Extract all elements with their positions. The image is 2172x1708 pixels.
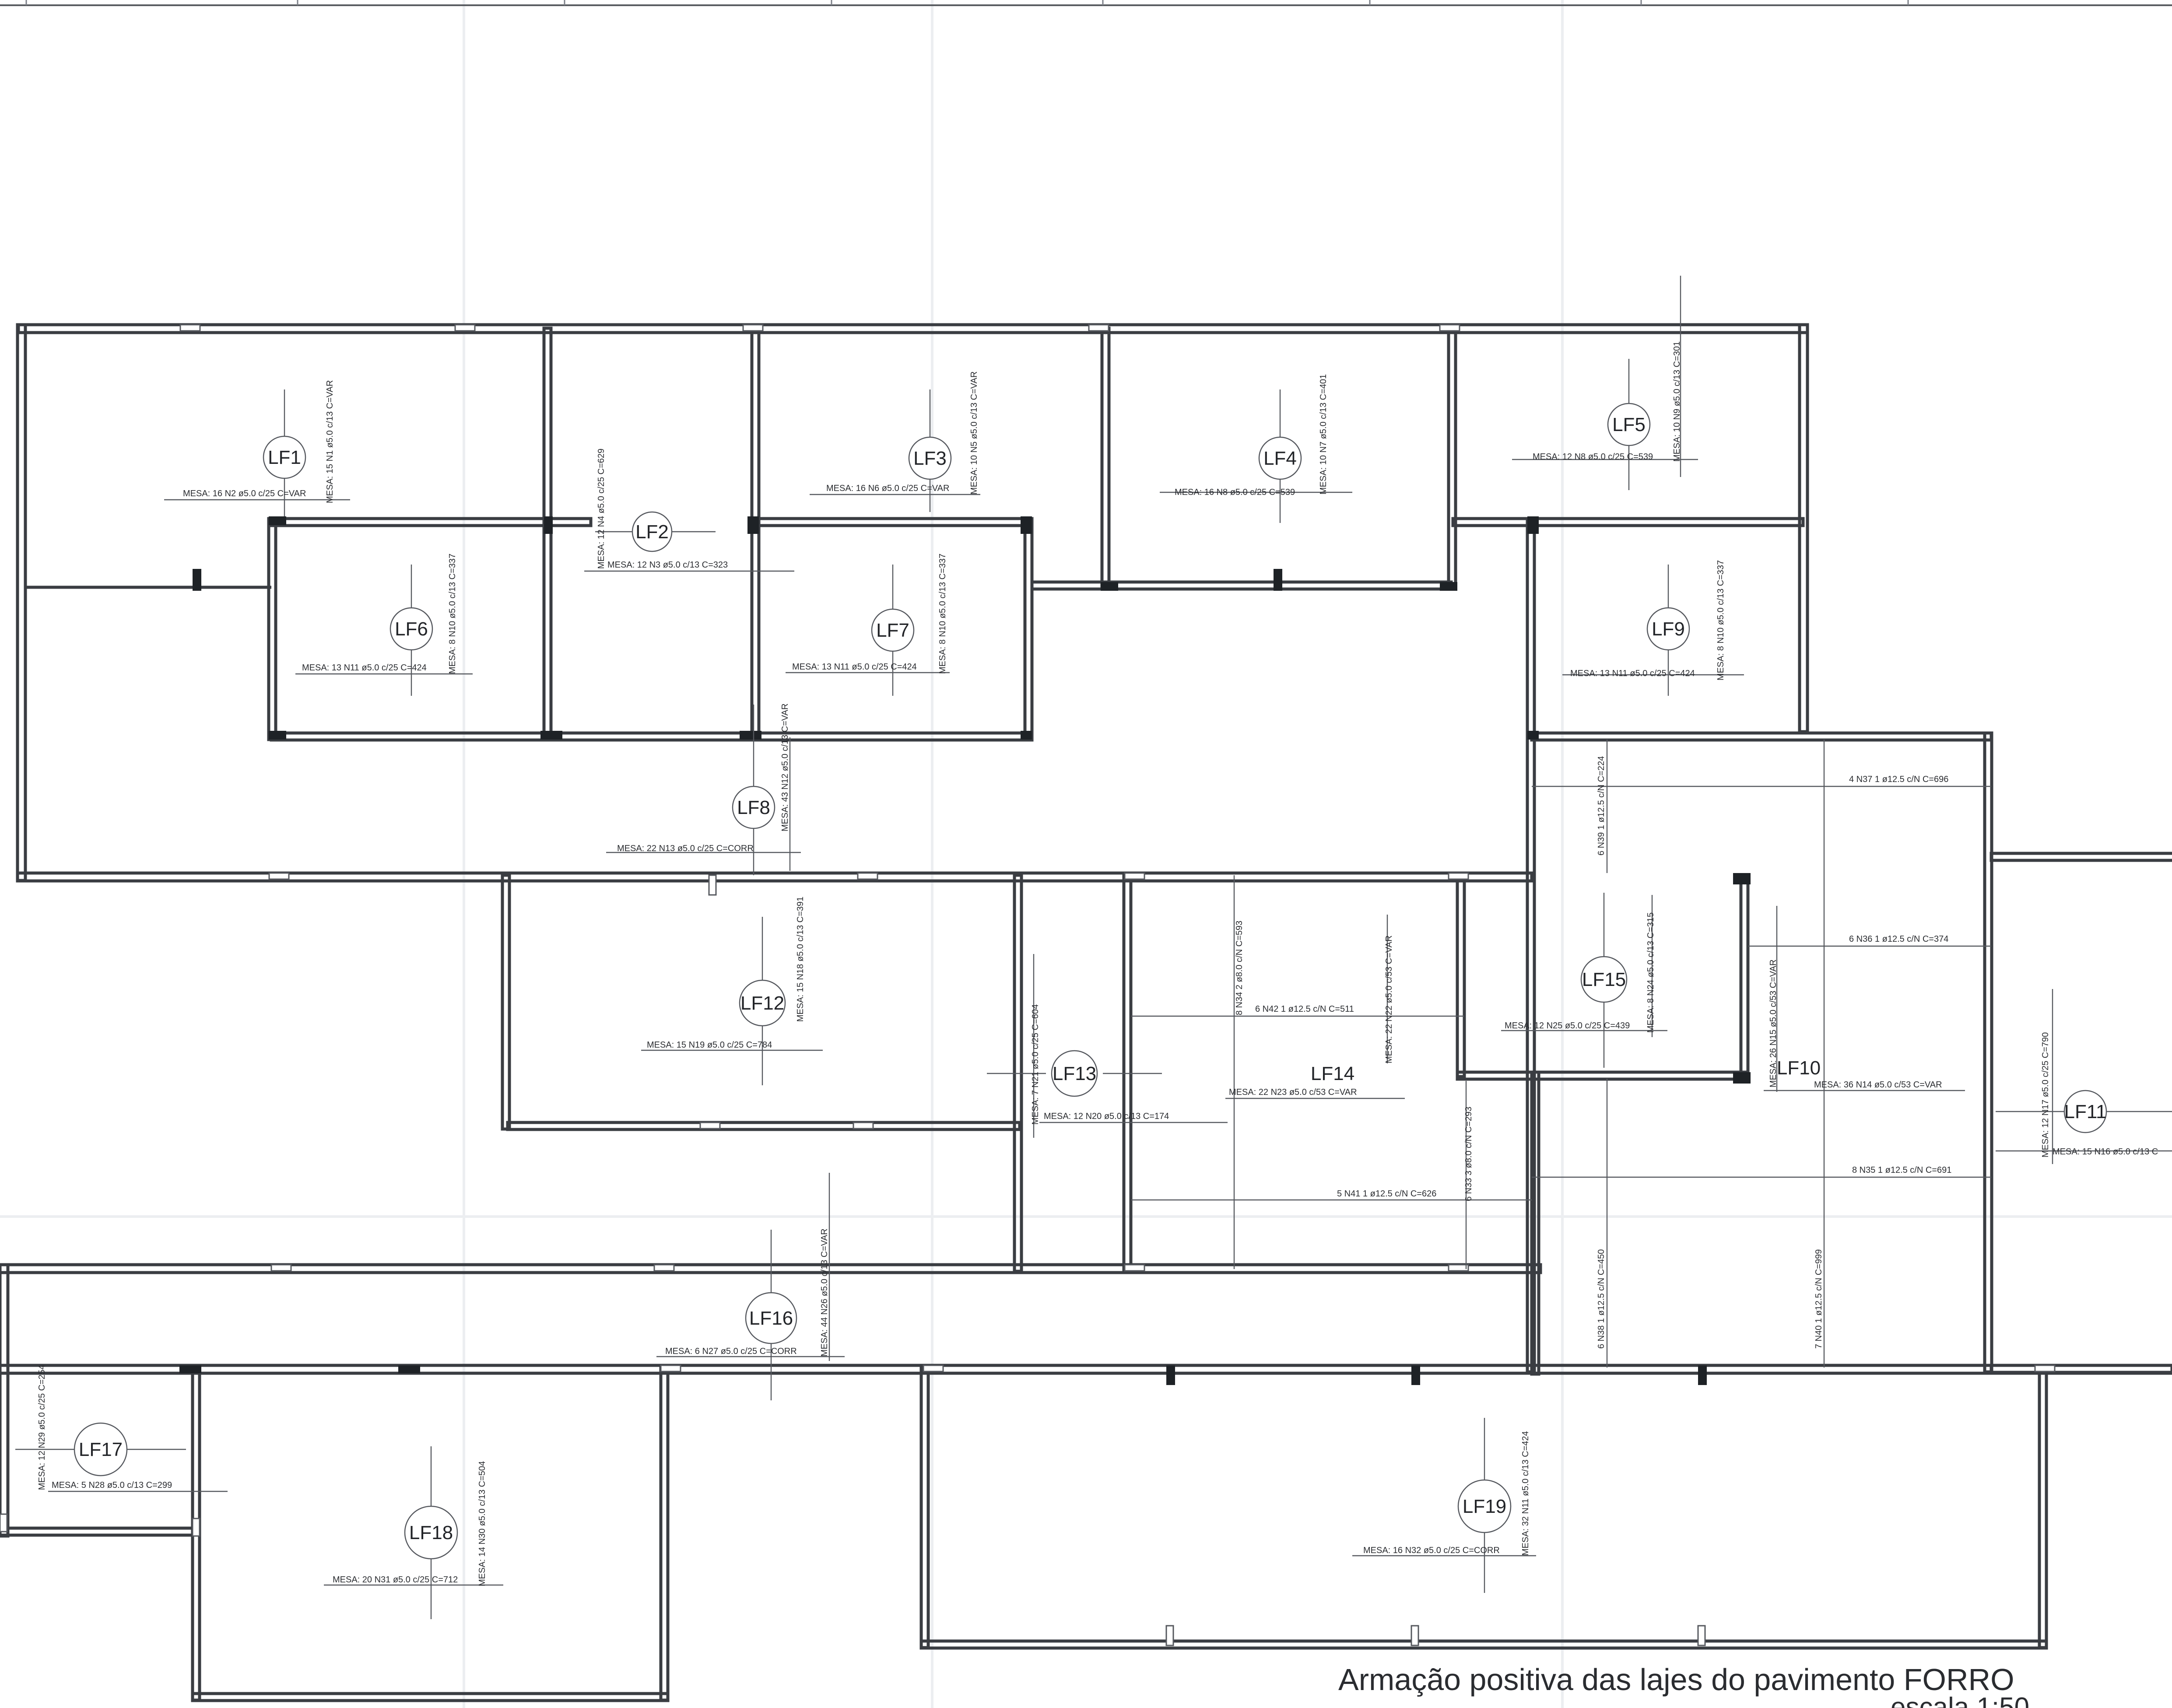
slab-id: LF10 [1777, 1057, 1821, 1079]
slab-id: LF15 [1582, 969, 1626, 990]
opening-markers [0, 324, 2056, 1646]
slab-lf18: LF18 MESA: 20 N31 ø5.0 c/25 C=712 MESA: … [333, 1461, 487, 1586]
slab-lf4: LF4 MESA: 16 N8 ø5.0 c/25 C=539 MESA: 10… [1175, 374, 1328, 497]
mesa-horizontal: MESA: 16 N32 ø5.0 c/25 C=CORR [1363, 1546, 1500, 1555]
slab-id: LF9 [1652, 618, 1685, 640]
bar-n33: 6 N33 3 ø8.0 c/N C=293 [1464, 1107, 1474, 1201]
slab-lf17: LF17 MESA: 5 N28 ø5.0 c/13 C=299 MESA: 1… [37, 1365, 172, 1490]
slab-id: LF18 [409, 1522, 453, 1543]
slab-id: LF12 [740, 993, 784, 1014]
mesa-horizontal: MESA: 12 N25 ø5.0 c/25 C=439 [1505, 1021, 1630, 1031]
mesa-horizontal: MESA: 16 N2 ø5.0 c/25 C=VAR [183, 489, 306, 498]
mesa-horizontal: MESA: 15 N19 ø5.0 c/25 C=784 [647, 1040, 772, 1050]
bar-n38: 6 N38 1 ø12.5 c/N C=450 [1597, 1249, 1606, 1349]
slab-id: LF6 [395, 618, 428, 640]
slab-id: LF1 [268, 447, 301, 468]
mesa-horizontal: MESA: 5 N28 ø5.0 c/13 C=299 [52, 1480, 172, 1490]
mesa-horizontal: MESA: 12 N20 ø5.0 c/13 C=174 [1044, 1112, 1169, 1121]
slab-lf13: LF13 MESA: 12 N20 ø5.0 c/13 C=174 MESA: … [1031, 1004, 1169, 1125]
slab-id: LF3 [913, 448, 947, 469]
mesa-horizontal: MESA: 15 N16 ø5.0 c/13 C [2053, 1147, 2158, 1157]
mesa-vertical: MESA: 32 N11 ø5.0 c/13 C=424 [1521, 1431, 1530, 1556]
drawing-scale: escala 1:50 [1891, 1692, 2029, 1708]
slab-lf16: LF16 MESA: 6 N27 ø5.0 c/25 C=CORR MESA: … [665, 1228, 829, 1357]
slab-lf15: LF15 MESA: 12 N25 ø5.0 c/25 C=439 MESA: … [1505, 912, 1656, 1033]
bar-n34: 8 N34 2 ø8.0 c/N C=593 [1235, 921, 1244, 1015]
mesa-vertical: MESA: 44 N26 ø5.0 c/13 C=VAR [820, 1228, 829, 1357]
pillars [179, 516, 1751, 1385]
mesa-vertical: MESA: 10 N5 ø5.0 c/13 C=VAR [969, 372, 979, 495]
mesa-horizontal: MESA: 12 N3 ø5.0 c/13 C=323 [607, 560, 728, 570]
mesa-vertical: MESA: 15 N18 ø5.0 c/13 C=391 [796, 897, 805, 1022]
mesa-horizontal: MESA: 22 N23 ø5.0 c/53 C=VAR [1229, 1087, 1357, 1097]
bar-labels: 4 N37 1 ø12.5 c/N C=696 6 N36 1 ø12.5 c/… [1235, 756, 1951, 1349]
drawing-title: Armação positiva das lajes do pavimento … [1338, 1662, 2014, 1697]
bar-n41: 5 N41 1 ø12.5 c/N C=626 [1337, 1189, 1436, 1199]
slab-lf10: LF10 MESA: 36 N14 ø5.0 c/53 C=VAR MESA: … [1768, 959, 1942, 1090]
mesa-vertical: MESA: 8 N10 ø5.0 c/13 C=337 [938, 554, 947, 674]
mesa-horizontal: MESA: 13 N11 ø5.0 c/25 C=424 [792, 662, 917, 672]
mesa-vertical: MESA: 7 N21 ø5.0 c/25 C=604 [1031, 1004, 1040, 1125]
drawing-title-block: Armação positiva das lajes do pavimento … [1338, 1662, 2029, 1708]
mesa-vertical: MESA: 12 N29 ø5.0 c/25 C=254 [37, 1365, 47, 1490]
mesa-horizontal: MESA: 6 N27 ø5.0 c/25 C=CORR [665, 1347, 797, 1356]
mesa-vertical: MESA: 26 N15 ø5.0 c/53 C=VAR [1768, 959, 1778, 1087]
mesa-vertical: MESA: 10 N9 ø5.0 c/13 C=301 [1672, 341, 1682, 462]
slab-id: LF13 [1053, 1063, 1096, 1084]
mesa-horizontal: MESA: 16 N8 ø5.0 c/25 C=539 [1175, 487, 1295, 497]
slab-id: LF14 [1311, 1063, 1354, 1084]
mesa-horizontal: MESA: 36 N14 ø5.0 c/53 C=VAR [1814, 1080, 1942, 1090]
slab-lf7: LF7 MESA: 13 N11 ø5.0 c/25 C=424 MESA: 8… [792, 554, 947, 674]
slab-id: LF5 [1612, 414, 1646, 435]
mesa-vertical: MESA: 8 N10 ø5.0 c/13 C=337 [448, 554, 457, 674]
slab-lf3: LF3 MESA: 16 N6 ø5.0 c/25 C=VAR MESA: 10… [826, 372, 979, 495]
mesa-horizontal: MESA: 20 N31 ø5.0 c/25 C=712 [333, 1575, 458, 1585]
mesa-vertical: MESA: 12 N17 ø5.0 c/25 C=790 [2041, 1032, 2050, 1157]
slab-lf6: LF6 MESA: 13 N11 ø5.0 c/25 C=424 MESA: 8… [302, 554, 457, 674]
slab-lf9: LF9 MESA: 13 N11 ø5.0 c/25 C=424 MESA: 8… [1570, 560, 1726, 680]
slab-id: LF8 [737, 797, 770, 818]
mesa-vertical: MESA: 8 N24 ø5.0 c/13 C=315 [1646, 912, 1656, 1033]
sheet-top-border [0, 0, 2172, 6]
mesa-vertical: MESA: 10 N7 ø5.0 c/13 C=401 [1319, 374, 1328, 495]
slab-id: LF17 [79, 1439, 123, 1460]
bar-n40: 7 N40 1 ø12.5 c/N C=999 [1814, 1249, 1824, 1349]
mesa-horizontal: MESA: 13 N11 ø5.0 c/25 C=424 [302, 663, 427, 673]
mesa-horizontal: MESA: 12 N8 ø5.0 c/25 C=539 [1533, 452, 1653, 462]
beam-outlines [0, 323, 2172, 1702]
slab-lf19: LF19 MESA: 16 N32 ø5.0 c/25 C=CORR MESA:… [1363, 1431, 1530, 1556]
slab-lf12: LF12 MESA: 15 N19 ø5.0 c/25 C=784 MESA: … [647, 897, 805, 1050]
slab-id: LF11 [2064, 1101, 2106, 1122]
bar-n37: 4 N37 1 ø12.5 c/N C=696 [1849, 775, 1948, 784]
slab-id: LF19 [1463, 1496, 1506, 1517]
slab-id: LF7 [876, 620, 909, 641]
slab-lf2: LF2 MESA: 12 N3 ø5.0 c/13 C=323 MESA: 12… [597, 449, 728, 570]
mesa-vertical: MESA: 14 N30 ø5.0 c/13 C=504 [477, 1461, 487, 1586]
slab-lf1: LF1 MESA: 16 N2 ø5.0 c/25 C=VAR MESA: 15… [183, 380, 335, 503]
slab-lf5: LF5 MESA: 12 N8 ø5.0 c/25 C=539 MESA: 10… [1533, 341, 1682, 462]
slab-lf14: LF14 MESA: 22 N23 ø5.0 c/53 C=VAR MESA: … [1229, 935, 1394, 1097]
mesa-vertical: MESA: 43 N12 ø5.0 c/13 C=VAR [780, 703, 790, 831]
mesa-vertical: MESA: 22 N22 ø5.0 c/53 C=VAR [1384, 935, 1394, 1063]
bar-n35: 8 N35 1 ø12.5 c/N C=691 [1852, 1165, 1951, 1175]
mesa-horizontal: MESA: 22 N13 ø5.0 c/25 C=CORR [617, 844, 754, 853]
slab-lf11: LF11 MESA: 15 N16 ø5.0 c/13 C MESA: 12 N… [2041, 1032, 2158, 1157]
rebar-lines [15, 276, 2172, 1619]
mesa-vertical: MESA: 12 N4 ø5.0 c/25 C=629 [597, 449, 606, 569]
mesa-vertical: MESA: 15 N1 ø5.0 c/13 C=VAR [325, 380, 335, 503]
slab-id: LF16 [749, 1308, 793, 1329]
mesa-horizontal: MESA: 13 N11 ø5.0 c/25 C=424 [1570, 669, 1695, 678]
slab-lf8: LF8 MESA: 22 N13 ø5.0 c/25 C=CORR MESA: … [617, 703, 790, 853]
bar-n42: 6 N42 1 ø12.5 c/N C=511 [1255, 1004, 1354, 1014]
mesa-vertical: MESA: 8 N10 ø5.0 c/13 C=337 [1716, 560, 1726, 680]
slab-id: LF2 [635, 521, 669, 543]
slab-id: LF4 [1263, 448, 1297, 469]
mesa-horizontal: MESA: 16 N6 ø5.0 c/25 C=VAR [826, 484, 949, 493]
bar-n36: 6 N36 1 ø12.5 c/N C=374 [1849, 934, 1948, 944]
bar-n39: 6 N39 1 ø12.5 c/N C=224 [1597, 756, 1606, 856]
